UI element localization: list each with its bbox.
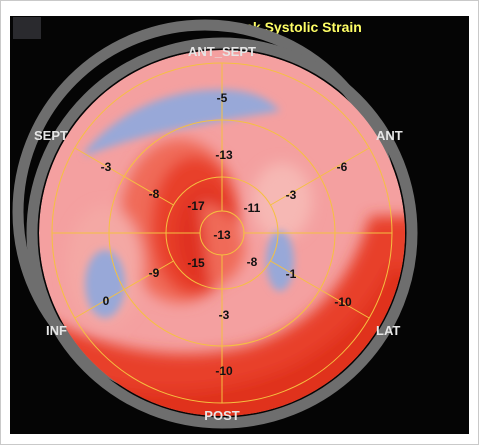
segment-value: -10: [334, 295, 352, 309]
bullseye-screen: Peak Systolic Strain: [10, 16, 469, 434]
segment-value: -13: [215, 148, 233, 162]
segment-value: -8: [149, 187, 160, 201]
segment-value: -9: [149, 266, 160, 280]
wall-label-lat: LAT: [376, 323, 400, 338]
corner-marker: [13, 17, 41, 39]
segment-grid: [51, 62, 393, 404]
segment-value: -17: [187, 199, 205, 213]
segment-value: -5: [217, 91, 228, 105]
segment-value: 0: [103, 294, 110, 308]
outer-ring-front: [26, 37, 418, 429]
wall-label-inf: INF: [46, 323, 67, 338]
segment-value: -11: [244, 201, 261, 215]
segment-value: -3: [101, 160, 112, 174]
bullseye-plot: ANT_SEPT ANT LAT POST INF SEPT -5 -6 -10…: [12, 19, 418, 429]
wall-label-sept: SEPT: [34, 128, 68, 143]
wall-label-post: POST: [204, 408, 239, 423]
segment-value: -3: [286, 188, 297, 202]
segment-value: -10: [215, 364, 233, 378]
strain-colormap: [39, 50, 405, 416]
segment-value: -3: [219, 308, 230, 322]
wall-label-ant-sept: ANT_SEPT: [188, 44, 256, 59]
segment-value: -8: [247, 255, 258, 269]
segment-value: -15: [187, 256, 205, 270]
apex-value: -13: [213, 228, 231, 242]
wall-label-ant: ANT: [376, 128, 403, 143]
segment-value: -1: [286, 267, 297, 281]
segment-value: -6: [337, 160, 348, 174]
